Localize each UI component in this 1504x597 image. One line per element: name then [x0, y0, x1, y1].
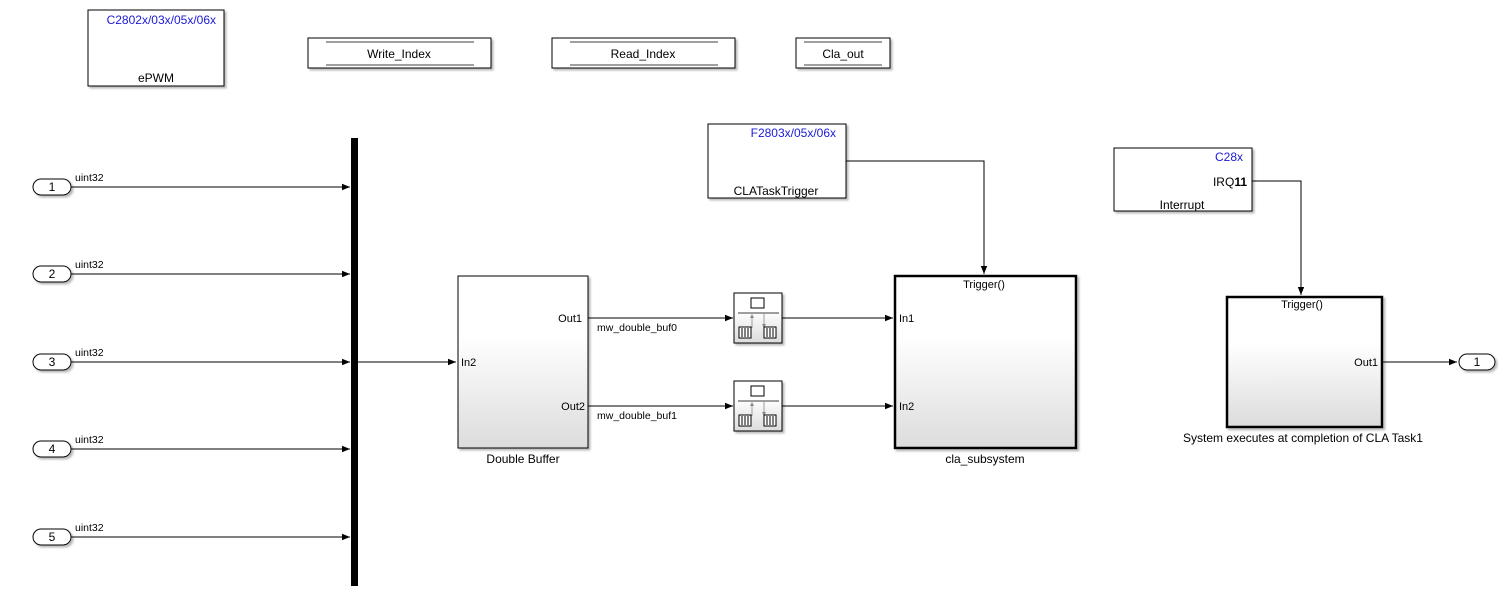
inport-1[interactable]: 1 [32, 178, 72, 196]
double-buffer-in-port: In2 [461, 357, 476, 369]
inport-5-type-label: uint32 [75, 522, 104, 534]
epwm-block[interactable]: C2802x/03x/05x/06x ePWM [87, 9, 225, 87]
epwm-target-label: C2802x/03x/05x/06x [107, 13, 216, 27]
rate-transition-1-icon [738, 297, 779, 339]
signal-label-buf1: mw_double_buf1 [597, 410, 677, 422]
interrupt-block[interactable]: C28x IRQ11 Interrupt [1113, 147, 1253, 212]
trigger-line-cla[interactable] [846, 160, 988, 274]
task-subsystem-trigger-port: Trigger() [1281, 299, 1323, 311]
inport-2-number: 2 [49, 267, 56, 281]
inport-3-type-label: uint32 [75, 347, 104, 359]
rate-transition-2[interactable] [733, 380, 783, 432]
outport-1[interactable]: 1 [1458, 353, 1496, 371]
inport-4-number: 4 [49, 442, 56, 456]
cla-subsystem-in1-port: In1 [899, 313, 914, 325]
cla-out-label: Cla_out [822, 47, 864, 61]
double-buffer-block[interactable]: In2 Out1 Out2 Double Buffer [457, 275, 589, 466]
cla-subsystem-label: cla_subsystem [945, 452, 1024, 466]
inport-3-number: 3 [49, 355, 56, 369]
rate-transition-2-icon [738, 385, 779, 427]
inport-5[interactable]: 5 [32, 528, 72, 546]
inport-1-type-label: uint32 [75, 172, 104, 184]
inport-5-number: 5 [49, 530, 56, 544]
cla-task-trigger-label: CLATaskTrigger [734, 184, 819, 198]
mux-bar[interactable] [351, 138, 358, 586]
outport-1-number: 1 [1474, 355, 1481, 369]
interrupt-target-label: C28x [1215, 150, 1243, 164]
cla-out-block[interactable]: Cla_out [795, 37, 891, 69]
interrupt-irq-label: IRQ11 [1213, 175, 1247, 189]
cla-subsystem-trigger-port: Trigger() [963, 279, 1005, 291]
cla-subsystem-in2-port: In2 [899, 401, 914, 413]
inport-2[interactable]: 2 [32, 265, 72, 283]
double-buffer-out2-port: Out2 [561, 401, 585, 413]
read-index-block[interactable]: Read_Index [551, 37, 736, 69]
task-subsystem-caption: System executes at completion of CLA Tas… [1183, 431, 1423, 445]
cla-task-trigger-block[interactable]: F2803x/05x/06x CLATaskTrigger [707, 123, 847, 199]
inport-4-type-label: uint32 [75, 434, 104, 446]
rate-transition-1[interactable] [733, 292, 783, 344]
interrupt-label: Interrupt [1160, 198, 1205, 212]
write-index-label: Write_Index [367, 47, 431, 61]
inport-3[interactable]: 3 [32, 353, 72, 371]
task-subsystem-out1-port: Out1 [1354, 357, 1378, 369]
double-buffer-label: Double Buffer [486, 452, 559, 466]
inport-1-number: 1 [49, 180, 56, 194]
irq-text: IRQ [1213, 175, 1234, 189]
irq-number: 11 [1234, 175, 1247, 189]
task-subsystem-block[interactable]: Trigger() Out1 System executes at comple… [1183, 295, 1423, 445]
double-buffer-out1-port: Out1 [558, 313, 582, 325]
inport-4[interactable]: 4 [32, 440, 72, 458]
inport-2-type-label: uint32 [75, 259, 104, 271]
epwm-label: ePWM [138, 71, 174, 85]
trigger-line-interrupt[interactable] [1252, 180, 1305, 295]
read-index-label: Read_Index [611, 47, 676, 61]
cla-task-trigger-target-label: F2803x/05x/06x [751, 126, 836, 140]
cla-subsystem-block[interactable]: Trigger() In1 In2 cla_subsystem [893, 274, 1078, 466]
signal-label-buf0: mw_double_buf0 [597, 322, 677, 334]
write-index-block[interactable]: Write_Index [307, 37, 492, 69]
